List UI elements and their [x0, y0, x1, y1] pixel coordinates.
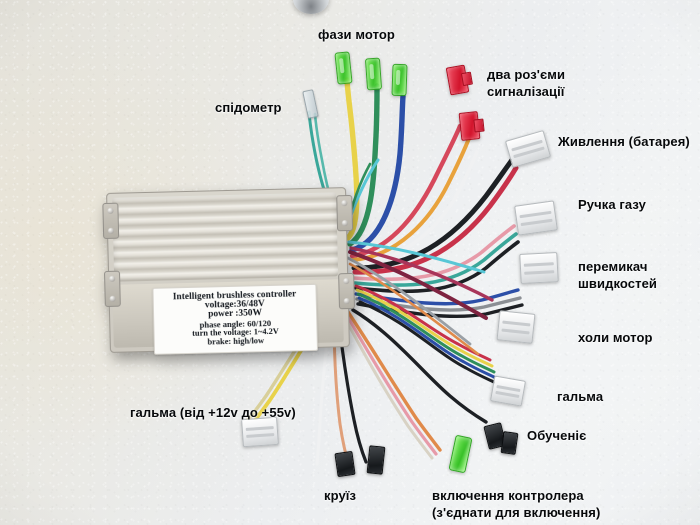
mounting-ear: [103, 270, 121, 308]
annotation-throttle: Ручка газу: [578, 197, 646, 212]
alarm-connector: [458, 111, 481, 141]
speed-switch-connector: [519, 252, 559, 284]
mounting-ear: [338, 272, 355, 310]
annotation-brakes: гальма: [557, 389, 604, 404]
annotation-alarm: два роз'єми сигналізації: [487, 67, 566, 100]
heatsink-fins: [112, 192, 339, 282]
phase-bullet-connector: [334, 51, 353, 85]
annotation-cruise: круїз: [324, 488, 357, 503]
annotation-power: Живлення (батарея): [558, 134, 690, 149]
hall-sensor-connector: [496, 310, 536, 344]
annotation-learning: Обученіє: [527, 428, 587, 443]
motor-controller-body: Intelligent brushless controller voltage…: [102, 187, 355, 355]
brake-voltage-connector: [241, 416, 279, 448]
throttle-connector: [514, 200, 558, 236]
phase-bullet-connector: [364, 57, 383, 91]
background-round-object: [293, 0, 329, 14]
phase-bullet-connector: [391, 63, 408, 97]
annotation-brake-voltage: гальма (від +12v до +55v): [130, 405, 296, 420]
brake-connector: [489, 375, 527, 407]
mounting-ear: [102, 202, 120, 240]
spec-label: Intelligent brushless controller voltage…: [152, 283, 318, 355]
annotation-speedometer: спідометр: [215, 100, 282, 115]
annotation-speed-switch: перемикач швидкостей: [578, 259, 657, 292]
mounting-ear: [336, 194, 354, 232]
cruise-connector: [366, 445, 386, 475]
annotation-ignition: включення контролера (з'єднати для включ…: [432, 488, 601, 521]
annotation-hall: холи мотор: [578, 330, 653, 345]
annotation-phases: фази мотор: [318, 27, 395, 42]
cruise-connector: [334, 450, 356, 478]
learning-connector: [500, 431, 519, 455]
